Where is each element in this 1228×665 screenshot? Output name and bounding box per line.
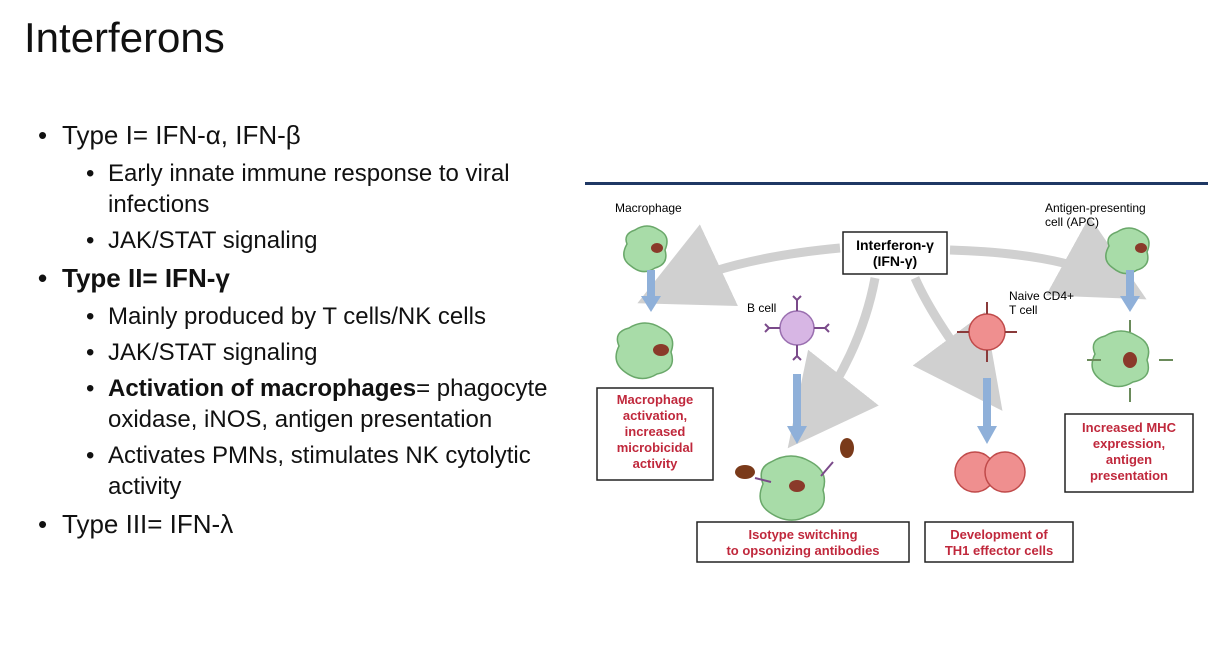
bullet-type2-activation: Activation of macrophages= phagocyte oxi… bbox=[86, 373, 578, 435]
microbe-right-icon bbox=[840, 438, 854, 458]
mhc-apc-icon bbox=[1091, 330, 1150, 388]
apc-cell-icon bbox=[1105, 227, 1150, 275]
bullet-type3: Type III= IFN-λ bbox=[38, 507, 578, 541]
bullet-type1-innate: Early innate immune response to viral in… bbox=[86, 158, 578, 220]
macrophage-outcome-box bbox=[596, 387, 714, 481]
gray-arrow-tcell bbox=[910, 276, 1003, 411]
bcell-blue-shaft bbox=[793, 374, 801, 426]
th1-box-line1: Development of bbox=[950, 527, 1048, 542]
mhc-box-line2: expression, bbox=[1093, 436, 1165, 451]
tcell-blue-arrow-icon bbox=[977, 426, 997, 444]
activation-bold-text: Activation of macrophages bbox=[108, 375, 417, 402]
bcell-receptors-icon bbox=[764, 295, 830, 361]
macrophage-blue-shaft bbox=[647, 270, 655, 296]
macrophage-box-line5: activity bbox=[633, 456, 679, 471]
bullet-type2-jakstat: JAK/STAT signaling bbox=[86, 337, 578, 368]
macrophage-nucleus-icon bbox=[651, 243, 663, 253]
isotype-box-line2: to opsonizing antibodies bbox=[726, 543, 879, 558]
tcell-label-2: T cell bbox=[1009, 303, 1037, 317]
mhc-molecules-icon bbox=[1087, 320, 1173, 402]
tcell-receptors-icon bbox=[957, 302, 1017, 362]
ifn-gamma-abbrev: (IFN-γ) bbox=[873, 253, 917, 269]
apc-blue-arrow-icon bbox=[1120, 296, 1140, 312]
macrophage-box-line1: Macrophage bbox=[617, 392, 694, 407]
opsonized-nucleus-icon bbox=[789, 480, 805, 492]
activated-macrophage-nucleus-icon bbox=[653, 344, 669, 356]
gray-arrow-bcell bbox=[787, 277, 880, 449]
mhc-apc-nucleus-icon bbox=[1123, 352, 1137, 368]
ifn-gamma-label: Interferon-γ bbox=[856, 237, 934, 253]
apc-blue-shaft bbox=[1126, 270, 1134, 296]
gray-arrow-macrophage bbox=[637, 224, 841, 306]
tcell-blue-shaft bbox=[983, 378, 991, 426]
gray-arrow-apc bbox=[949, 216, 1147, 300]
th1-outcome-box bbox=[924, 521, 1074, 563]
mhc-outcome-box bbox=[1064, 413, 1194, 493]
isotype-outcome-box bbox=[696, 521, 910, 563]
macrophage-cell-icon bbox=[623, 225, 668, 273]
activation-rest-text: = phagocyte oxidase, iNOS, antigen prese… bbox=[108, 375, 548, 433]
mhc-box-line1: Increased MHC bbox=[1082, 420, 1177, 435]
apc-nucleus-icon bbox=[1135, 243, 1147, 253]
antibody-icons bbox=[754, 461, 834, 483]
bullet-list: Type I= IFN-α, IFN-β Early innate immune… bbox=[38, 118, 578, 547]
bullet-type2-producers: Mainly produced by T cells/NK cells bbox=[86, 301, 578, 332]
apc-label-2: cell (APC) bbox=[1045, 215, 1099, 229]
naive-tcell-icon bbox=[968, 313, 1006, 351]
bullet-type2: Type II= IFN-γ bbox=[38, 261, 578, 295]
isotype-box-line1: Isotype switching bbox=[748, 527, 857, 542]
macrophage-box-line3: increased bbox=[625, 424, 686, 439]
ifn-gamma-box bbox=[842, 231, 948, 275]
macrophage-label: Macrophage bbox=[615, 201, 682, 215]
ifn-gamma-figure: Interferon-γ (IFN-γ) Macrophage Antigen-… bbox=[585, 182, 1208, 582]
figure-top-rule bbox=[585, 182, 1208, 185]
apc-label-1: Antigen-presenting bbox=[1045, 201, 1146, 215]
bcell-label: B cell bbox=[747, 301, 776, 315]
slide-title: Interferons bbox=[24, 14, 225, 61]
macrophage-box-line4: microbicidal bbox=[617, 440, 694, 455]
bcell-blue-arrow-icon bbox=[787, 426, 807, 444]
activated-macrophage-icon bbox=[615, 322, 674, 380]
bcell-icon bbox=[779, 310, 815, 346]
bullet-type2-pmn: Activates PMNs, stimulates NK cytolytic … bbox=[86, 440, 578, 502]
th1-box-line2: TH1 effector cells bbox=[945, 543, 1053, 558]
mhc-box-line3: antigen bbox=[1106, 452, 1152, 467]
mhc-box-line4: presentation bbox=[1090, 468, 1168, 483]
bullet-type1: Type I= IFN-α, IFN-β bbox=[38, 118, 578, 152]
tcell-label-1: Naive CD4+ bbox=[1009, 289, 1074, 303]
ifn-gamma-diagram: Interferon-γ (IFN-γ) Macrophage Antigen-… bbox=[585, 182, 1208, 563]
bullet-type1-jakstat: JAK/STAT signaling bbox=[86, 225, 578, 256]
macrophage-box-line2: activation, bbox=[623, 408, 687, 423]
th1-cell-right-icon bbox=[984, 451, 1026, 493]
microbe-left-icon bbox=[735, 465, 755, 479]
macrophage-blue-arrow-icon bbox=[641, 296, 661, 312]
